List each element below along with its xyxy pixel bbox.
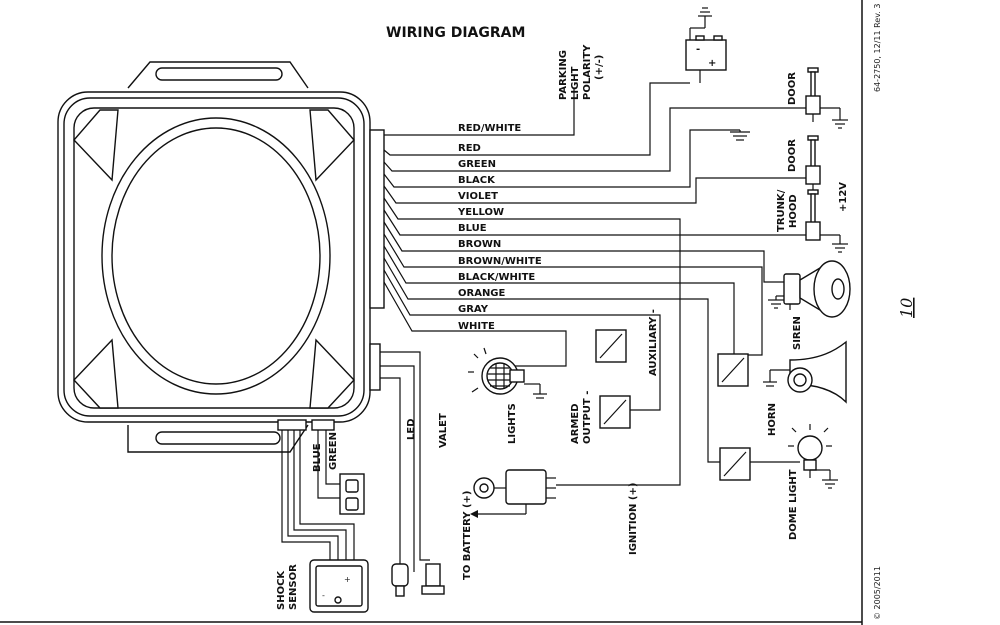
wire-label-blue: BLUE xyxy=(458,223,487,234)
wire-label-black: BLACK xyxy=(458,175,496,186)
dome-light-relay xyxy=(719,447,800,481)
shock-label: SHOCK xyxy=(276,570,287,610)
wire-label-red-white: RED/WHITE xyxy=(458,123,521,134)
svg-text:-: - xyxy=(696,44,700,55)
revision-text: 64-2750, 12/11 Rev. 3 xyxy=(873,3,882,92)
svg-text:+: + xyxy=(344,575,351,584)
svg-text:LIGHT: LIGHT xyxy=(570,66,581,100)
horn-relay xyxy=(717,353,749,387)
parking-lights-symbol xyxy=(468,347,547,399)
siren-label: SIREN xyxy=(792,316,803,350)
svg-text:+: + xyxy=(708,58,716,69)
armed-label: ARMED xyxy=(570,403,581,444)
wire-label-black-white: BLACK/WHITE xyxy=(458,272,535,283)
alarm-control-module xyxy=(57,61,385,453)
siren-symbol xyxy=(768,260,851,318)
dome-light-label: DOME LIGHT xyxy=(788,469,799,540)
door-label-middle: DOOR xyxy=(787,139,798,172)
wire-label-gray: GRAY xyxy=(458,304,489,315)
wire-label-yellow: YELLOW xyxy=(457,207,504,218)
copyright-text: © 2005/2011 xyxy=(873,566,882,620)
wire-label-orange: ORANGE xyxy=(458,288,506,299)
valet-label: VALET xyxy=(438,413,449,448)
armed-output-label: OUTPUT - xyxy=(582,391,593,444)
dome-light-bulb xyxy=(788,424,838,489)
led-valet-wires xyxy=(380,351,445,597)
wire-label-green: GREEN xyxy=(458,159,496,170)
green-wire-label: GREEN xyxy=(328,432,339,470)
svg-text:PARKING: PARKING xyxy=(558,50,569,100)
horn-label: HORN xyxy=(767,403,778,436)
svg-text:-: - xyxy=(322,591,325,600)
horn-symbol xyxy=(763,340,847,404)
wire-harness xyxy=(383,82,806,486)
ignition-connector xyxy=(470,469,556,518)
auxiliary-label: AUXILIARY - xyxy=(648,309,659,376)
sensor-label: SENSOR xyxy=(288,564,299,610)
trunk-hood-switch xyxy=(805,189,848,253)
armed-output-relay xyxy=(599,395,631,429)
to-battery-label: TO BATTERY (+) xyxy=(462,491,473,581)
hood-label: HOOD xyxy=(788,194,799,228)
diagram-title: WIRING DIAGRAM xyxy=(386,25,525,41)
door-switch-middle xyxy=(805,135,821,190)
auxiliary-relay xyxy=(595,329,627,363)
parking-light-polarity-label: PARKING LIGHT POLARITY (+/-) xyxy=(558,44,605,100)
door-label-top: DOOR xyxy=(787,72,798,105)
wire-label-brown: BROWN xyxy=(458,239,501,250)
wire-label-brown-white: BROWN/WHITE xyxy=(458,256,542,267)
ignition-label: IGNITION (+) xyxy=(628,483,639,555)
page-number: 10 xyxy=(897,298,916,318)
led-label: LED xyxy=(406,418,417,440)
shock-sensor: - + xyxy=(281,430,369,613)
lights-label: LIGHTS xyxy=(507,403,518,444)
chassis-ground xyxy=(730,130,750,141)
plus-12v-label: +12V xyxy=(838,182,849,212)
wire-label-violet: VIOLET xyxy=(458,191,498,202)
door-switch-top xyxy=(805,67,848,129)
svg-text:POLARITY: POLARITY xyxy=(582,44,593,100)
lock-unlock-wires xyxy=(317,430,365,515)
battery-symbol: - + xyxy=(685,7,727,83)
svg-text:(+/-): (+/-) xyxy=(594,55,605,80)
wire-label-red: RED xyxy=(458,143,481,154)
trunk-label: TRUNK/ xyxy=(776,189,787,232)
wire-label-white: WHITE xyxy=(458,321,495,332)
blue-wire-label: BLUE xyxy=(312,443,323,472)
